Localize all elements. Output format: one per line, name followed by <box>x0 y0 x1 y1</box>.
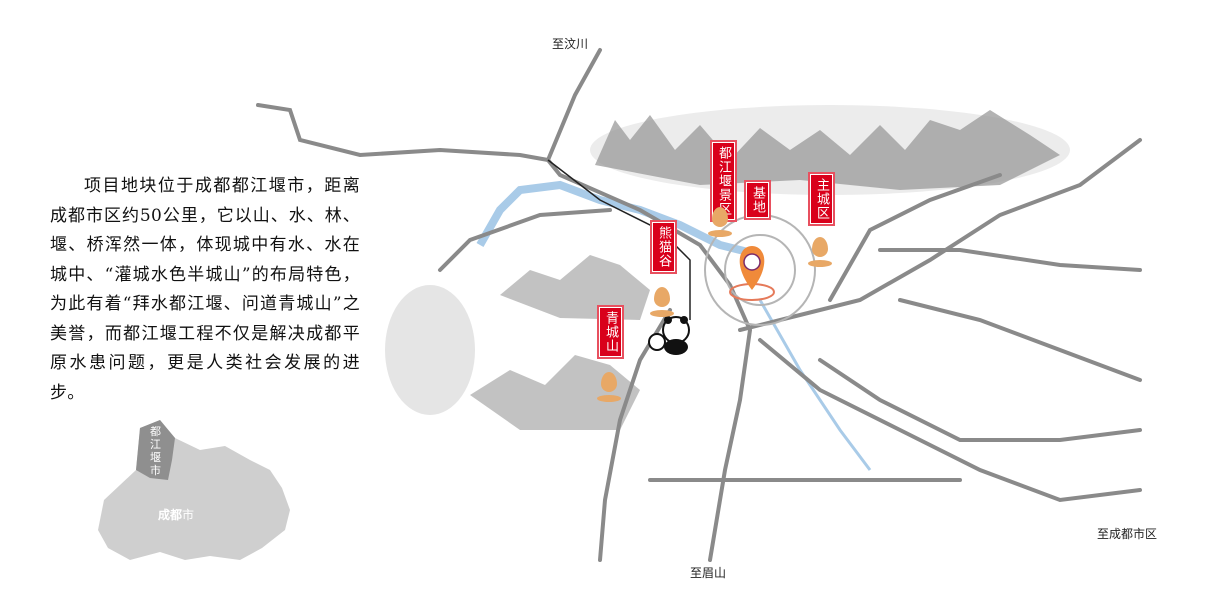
base-location-pin[interactable] <box>729 246 775 301</box>
location-pin-icon <box>812 237 828 257</box>
river <box>758 299 872 471</box>
road <box>438 208 612 272</box>
road <box>738 138 1142 332</box>
mini-map-chengdu-prefix: 成都 <box>158 508 183 522</box>
road <box>878 248 1142 272</box>
intro-paragraph: 项目地块位于成都都江堰市，距离成都市区约50公里，它以山、水、林、堰、桥浑然一体… <box>50 176 360 403</box>
pin-base <box>597 395 621 402</box>
road <box>828 173 1002 302</box>
location-pin-icon <box>654 287 670 307</box>
dujiangyan-region-shape <box>136 420 175 480</box>
road <box>256 103 550 162</box>
mini-map-chengdu-label: 成都市 <box>158 506 194 523</box>
marker-tag-base[interactable]: 基地 <box>744 180 771 220</box>
marker-tag-qingcheng-mountain[interactable]: 青城山 <box>597 305 624 359</box>
direction-label-east: 至成都市区 <box>1097 527 1158 541</box>
pin-base <box>650 310 674 317</box>
marker-tag-panda-valley[interactable]: 熊猫谷 <box>650 220 677 274</box>
road <box>758 338 1142 503</box>
chengdu-region-shape <box>98 420 290 560</box>
road <box>818 358 1142 442</box>
panda-icon <box>648 316 690 355</box>
direction-label-north: 至汶川 <box>552 37 589 51</box>
pin-base <box>708 230 732 237</box>
marker-tag-main-city[interactable]: 主城区 <box>808 172 835 226</box>
location-pin-icon <box>712 207 728 227</box>
pin-base <box>808 260 832 267</box>
road <box>898 298 1142 382</box>
mini-map-dujiangyan-label: 都江堰市 <box>150 425 161 477</box>
mini-map-chengdu-suffix: 市 <box>182 508 195 522</box>
location-pin-icon <box>601 372 617 392</box>
direction-label-south: 至眉山 <box>690 566 727 580</box>
road <box>545 48 753 562</box>
